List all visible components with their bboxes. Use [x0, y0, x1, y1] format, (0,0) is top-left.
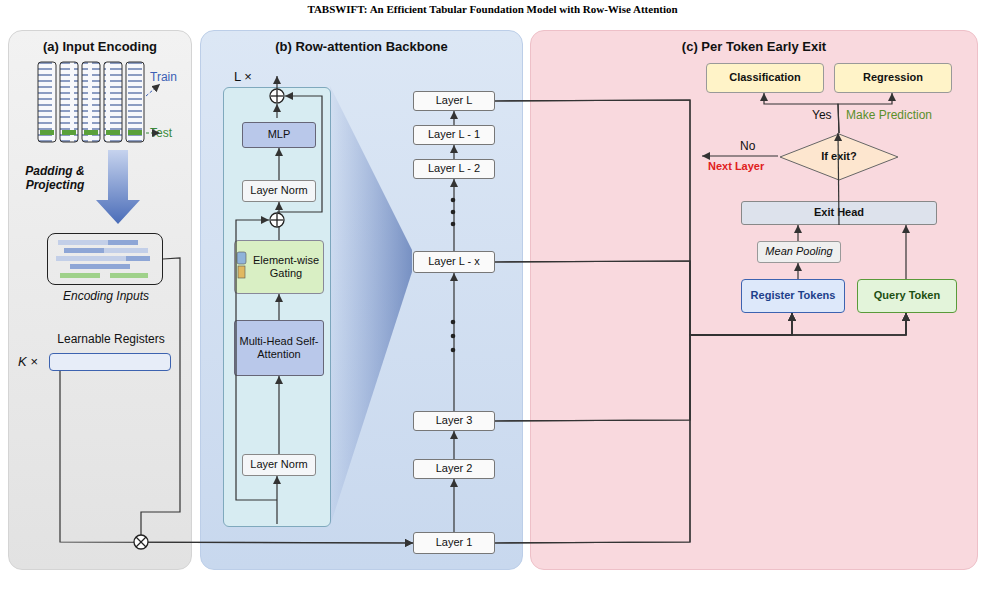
process-box: MLP: [242, 122, 316, 148]
layer-block: L ×MLPLayer NormElement-wise GatingMulti…: [223, 87, 331, 527]
node-text: (c) Per Token Early Exit: [531, 39, 977, 55]
token-box: Query Token: [857, 279, 957, 313]
node-text: Layer Norm: [250, 458, 307, 471]
node-text: Learnable Registers: [36, 332, 186, 346]
node-text: Layer Norm: [250, 184, 307, 197]
step-label: Padding & Projecting: [12, 164, 98, 193]
node-text: Layer L - 1: [428, 128, 480, 141]
node-text: MLP: [268, 128, 291, 141]
layer-box: Layer L - 1: [413, 125, 495, 145]
process-box: Multi-Head Self-Attention: [234, 320, 324, 376]
node-text: (b) Row-attention Backbone: [201, 39, 522, 55]
branch-label: Yes: [812, 108, 832, 122]
panel: (b) Row-attention Backbone L × MLP Layer No…: [200, 30, 523, 570]
layer-box: Layer 2: [413, 459, 495, 479]
decision-diamond: If exit?: [779, 133, 899, 181]
node-text: Multi-Head Self-Attention: [235, 335, 323, 361]
layer-box: Layer L - 2: [413, 159, 495, 179]
layer-box: Layer 3: [413, 411, 495, 431]
node-text: Mean Pooling: [765, 245, 832, 258]
node-text: Layer 1: [436, 536, 473, 549]
token-box: Register Tokens: [741, 279, 845, 313]
layer-box: Layer 1: [413, 532, 495, 554]
figure-title: TABSWIFT: An Efficient Tabular Foundatio…: [0, 3, 985, 15]
layer-box: Layer L - x: [413, 251, 495, 273]
layer-box: Layer L: [413, 91, 495, 111]
panel: (a) Input EncodingEncoding InputsLearnab…: [8, 30, 192, 570]
node-text: L ×: [234, 69, 252, 85]
node-text: Encoding Inputs: [38, 289, 174, 303]
process-box: Mean Pooling: [757, 241, 841, 263]
encoding-box: Encoding Inputs: [47, 233, 163, 285]
split-label: Train: [150, 70, 177, 84]
diamond-shape: [780, 134, 898, 180]
split-label: Test: [150, 126, 172, 140]
process-box: Element-wise Gating: [234, 240, 324, 294]
node-text: Register Tokens: [751, 289, 836, 302]
branch-label: Next Layer: [708, 160, 764, 173]
node-text: K ×: [18, 354, 38, 370]
node-text: Layer L - x: [428, 255, 480, 268]
node-text: Layer L - 2: [428, 162, 480, 175]
process-box: Exit Head: [741, 201, 937, 225]
node-text: Query Token: [874, 289, 940, 302]
node-text: Layer 2: [436, 462, 473, 475]
node-text: Classification: [729, 71, 801, 84]
register-box: Learnable RegistersK ×: [49, 353, 171, 371]
node-text: Regression: [863, 71, 923, 84]
process-box: Layer Norm: [242, 454, 316, 476]
node-text: Exit Head: [814, 206, 864, 219]
output-box: Classification: [706, 63, 824, 93]
node-text: (a) Input Encoding: [9, 39, 191, 55]
node-text: If exit?: [821, 150, 856, 163]
node-text: Element-wise Gating: [235, 254, 323, 280]
output-box: Regression: [834, 63, 952, 93]
node-text: Layer 3: [436, 414, 473, 427]
branch-label: No: [740, 139, 755, 153]
branch-label: Make Prediction: [846, 108, 932, 122]
process-box: Layer Norm: [242, 180, 316, 202]
node-text: Layer L: [436, 94, 473, 107]
